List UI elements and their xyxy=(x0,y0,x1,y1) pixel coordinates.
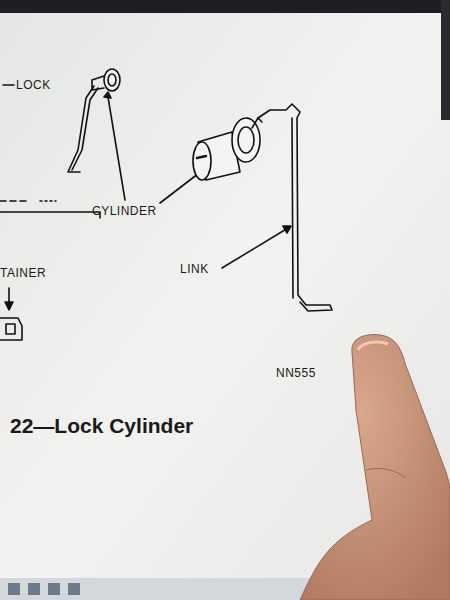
knuckle-crease xyxy=(366,468,406,478)
arrow-head xyxy=(5,302,13,310)
part-name: CYLINDER xyxy=(92,204,157,218)
linkage-rod xyxy=(0,201,100,218)
arrow-head xyxy=(104,92,111,98)
leader-line xyxy=(3,84,14,86)
arrow-head xyxy=(283,226,291,233)
monitor-bezel xyxy=(0,0,450,13)
leader-arrow xyxy=(8,288,10,303)
fingernail xyxy=(358,342,388,350)
retainer xyxy=(0,318,22,340)
part-name: TAINER xyxy=(0,266,46,280)
lock-link xyxy=(258,104,332,311)
figure-code: NN555 xyxy=(276,366,316,380)
leader-arrow xyxy=(222,228,288,268)
part-name: LOCK xyxy=(16,78,51,92)
monitor-bezel xyxy=(441,0,450,120)
lock-cylinder xyxy=(193,118,262,180)
figure-caption: 22—Lock Cylinder xyxy=(10,414,193,438)
pointing-finger xyxy=(300,335,450,600)
leader-arrow xyxy=(108,97,125,200)
part-name: LINK xyxy=(180,262,209,276)
taskbar-icons xyxy=(8,583,80,595)
